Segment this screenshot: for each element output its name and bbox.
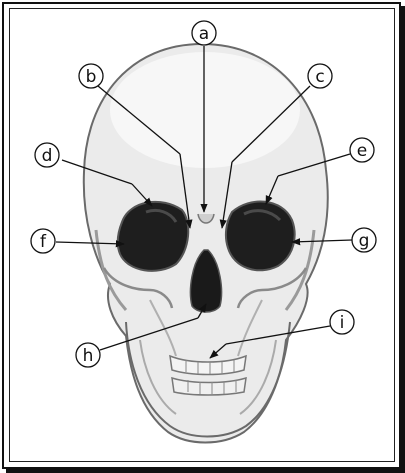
label-c: c bbox=[315, 67, 324, 87]
label-a: a bbox=[199, 24, 209, 44]
label-g: g bbox=[359, 231, 370, 251]
label-c-group: c bbox=[308, 64, 332, 88]
label-h-group: h bbox=[76, 343, 100, 367]
label-i: i bbox=[340, 313, 345, 333]
label-e-group: e bbox=[350, 138, 374, 162]
left-orbit bbox=[118, 202, 188, 271]
label-h: h bbox=[83, 346, 94, 366]
label-f: f bbox=[40, 232, 47, 252]
label-g-group: g bbox=[352, 228, 376, 252]
label-d: d bbox=[42, 146, 53, 166]
label-f-group: f bbox=[31, 229, 55, 253]
label-b-group: b bbox=[79, 64, 103, 88]
forehead-highlight bbox=[110, 52, 300, 168]
label-a-group: a bbox=[192, 21, 216, 45]
label-e: e bbox=[357, 141, 367, 161]
label-d-group: d bbox=[35, 143, 59, 167]
label-b: b bbox=[86, 67, 97, 87]
label-i-group: i bbox=[330, 310, 354, 334]
